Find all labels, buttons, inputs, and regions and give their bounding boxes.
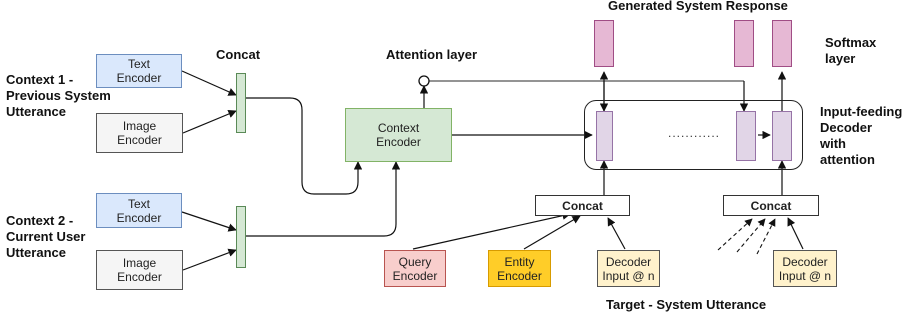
arrow-dashed-3 bbox=[756, 218, 776, 255]
arrow-dashed-2 bbox=[736, 218, 766, 253]
arrow-decinput-to-concat bbox=[607, 217, 626, 250]
softmax-cell-2 bbox=[734, 20, 754, 67]
arrow-entity-to-concat bbox=[523, 215, 581, 250]
context2-label: Context 2 - Current User Utterance bbox=[6, 213, 86, 260]
arrow-dashed-1 bbox=[717, 218, 753, 251]
context-encoder: Context Encoder bbox=[345, 108, 452, 162]
softmax-label: Softmax layer bbox=[825, 35, 877, 66]
generated-response-label: Generated System Response bbox=[608, 0, 788, 13]
arrow-text-enc2-to-concat bbox=[181, 211, 237, 232]
decoder-cell-3 bbox=[772, 111, 792, 161]
arrow-concat1-to-context-encoder bbox=[246, 97, 363, 195]
input-feeding-label: Input-feeding Decoder with attention bbox=[820, 104, 903, 167]
softmax-cell-1 bbox=[594, 20, 614, 67]
arrow-image-enc2-to-concat bbox=[182, 248, 237, 271]
concat-title-label: Concat bbox=[216, 47, 261, 62]
text-encoder-2: Text Encoder bbox=[96, 193, 182, 228]
arrow-text-enc1-to-concat bbox=[181, 70, 237, 96]
decoder-input-left: Decoder Input @ n bbox=[597, 250, 660, 287]
entity-encoder: Entity Encoder bbox=[488, 250, 551, 287]
concat-box-left: Concat bbox=[535, 195, 630, 216]
concat-bar-2 bbox=[236, 206, 246, 268]
decoder-frame bbox=[584, 100, 803, 170]
context1-label: Context 1 - Previous System Utterance bbox=[6, 72, 111, 119]
query-encoder: Query Encoder bbox=[384, 250, 446, 287]
arrow-query-to-concat bbox=[412, 211, 571, 250]
decoder-ellipsis: ............ bbox=[668, 126, 721, 140]
arrow-decinput-right-to-concat bbox=[787, 217, 804, 250]
arrow-concat2-to-context-encoder bbox=[246, 161, 401, 237]
target-label: Target - System Utterance bbox=[606, 297, 767, 312]
softmax-cell-3 bbox=[772, 20, 792, 67]
text-encoder-1: Text Encoder bbox=[96, 54, 182, 88]
image-encoder-1: Image Encoder bbox=[96, 113, 183, 153]
decoder-cell-2 bbox=[736, 111, 756, 161]
attention-layer-label: Attention layer bbox=[386, 47, 478, 62]
decoder-input-right: Decoder Input @ n bbox=[773, 250, 837, 287]
decoder-cell-1 bbox=[596, 111, 613, 161]
concat-box-right: Concat bbox=[723, 195, 819, 216]
image-encoder-2: Image Encoder bbox=[96, 250, 183, 290]
attention-node bbox=[418, 75, 430, 87]
arrow-image-enc1-to-concat bbox=[182, 110, 237, 134]
concat-bar-1 bbox=[236, 73, 246, 133]
